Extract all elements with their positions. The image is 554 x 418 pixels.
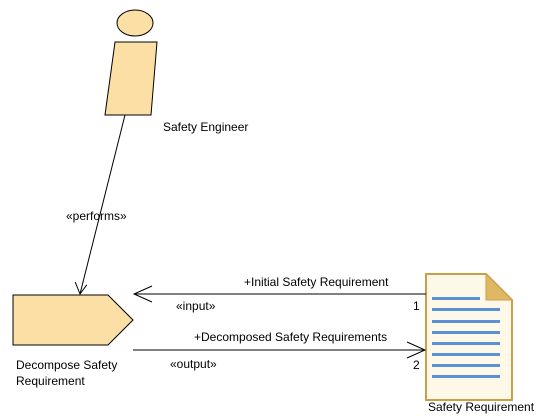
artifact-label: Safety Requirement bbox=[428, 400, 535, 414]
input-multiplicity: 1 bbox=[413, 299, 420, 313]
output-role-label: +Decomposed Safety Requirements bbox=[194, 330, 387, 344]
role-icon bbox=[104, 9, 158, 116]
artifact-node-safety-requirement[interactable]: Safety Requirement bbox=[425, 272, 535, 414]
document-icon bbox=[425, 272, 514, 401]
role-node-safety-engineer[interactable]: Safety Engineer bbox=[104, 9, 248, 134]
document-text-lines bbox=[432, 297, 500, 378]
performs-stereotype: «performs» bbox=[66, 209, 127, 223]
edge-output[interactable]: +Decomposed Safety Requirements «output»… bbox=[133, 330, 427, 372]
activity-pentagon-icon bbox=[12, 294, 134, 346]
document-fold bbox=[485, 272, 514, 301]
role-label: Safety Engineer bbox=[163, 120, 248, 134]
edge-input[interactable]: +Initial Safety Requirement «input» 1 bbox=[132, 275, 426, 313]
input-arrowhead bbox=[132, 285, 153, 303]
activity-label-line1: Decompose Safety bbox=[16, 358, 117, 372]
output-stereotype: «output» bbox=[170, 357, 217, 371]
role-body bbox=[104, 41, 158, 116]
activity-node-decompose-safety-requirement[interactable]: Decompose Safety Requirement bbox=[12, 294, 134, 388]
role-head bbox=[116, 9, 154, 37]
document-body bbox=[425, 273, 513, 401]
performs-arrowhead bbox=[74, 281, 88, 296]
output-arrowhead bbox=[406, 341, 427, 359]
output-multiplicity: 2 bbox=[413, 358, 420, 372]
performs-line bbox=[79, 114, 126, 295]
edge-performs[interactable]: «performs» bbox=[66, 114, 127, 296]
input-stereotype: «input» bbox=[176, 299, 216, 313]
activity-label-line2: Requirement bbox=[16, 374, 85, 388]
input-role-label: +Initial Safety Requirement bbox=[244, 275, 389, 289]
